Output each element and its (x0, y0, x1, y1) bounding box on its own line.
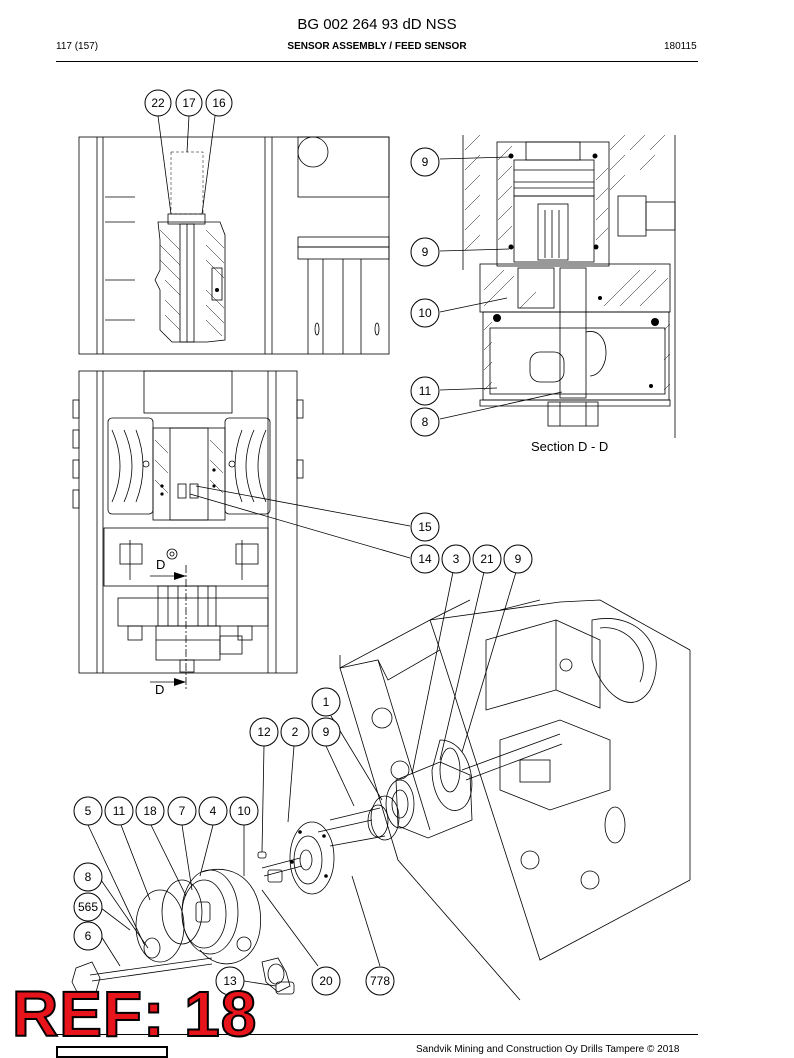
callout-9-section-upper: 9 (410, 147, 440, 177)
callout-10-section: 10 (410, 298, 440, 328)
callout-number: 16 (212, 96, 226, 110)
callout-number: 18 (143, 804, 157, 818)
callout-8-section: 8 (410, 407, 440, 437)
callout-number: 11 (419, 384, 432, 398)
callout-9-upper: 9 (503, 544, 533, 574)
callout-number: 22 (151, 96, 165, 110)
footer-copyright: Sandvik Mining and Construction Oy Drill… (416, 1044, 680, 1055)
callout-18: 18 (135, 796, 165, 826)
callout-1: 1 (311, 687, 341, 717)
title-sensor-assembly: SENSOR ASSEMBLY (287, 41, 387, 52)
callout-20: 20 (311, 966, 341, 996)
callout-number: 10 (418, 306, 432, 320)
view-marker-d-bottom: D (155, 682, 165, 697)
callout-11-section: 11 (410, 376, 440, 406)
callout-number: 12 (257, 725, 271, 739)
reference-stamp: REF: 18 (11, 978, 258, 1050)
callout-12: 12 (249, 717, 279, 747)
callout-number: 3 (453, 552, 460, 566)
callout-11: 11 (104, 796, 134, 826)
page-number: 117 (157) (56, 41, 99, 52)
callout-6: 6 (73, 921, 103, 951)
callout-778: 778 (365, 966, 395, 996)
callout-9-middle: 9 (311, 717, 341, 747)
header-divider (56, 61, 698, 62)
callout-565: 565 (73, 892, 103, 922)
callout-number: 565 (78, 900, 98, 914)
middle-left-view (72, 370, 304, 690)
callout-number: 11 (113, 804, 126, 818)
section-d-d-view (462, 134, 676, 438)
callout-number: 9 (422, 155, 429, 169)
callout-4: 4 (198, 796, 228, 826)
callout-number: 14 (418, 552, 432, 566)
callout-number: 13 (223, 974, 237, 988)
footer-divider (56, 1034, 698, 1035)
title-feed-sensor: FEED SENSOR (394, 41, 467, 52)
callout-number: 2 (292, 725, 299, 739)
section-label: Section D - D (531, 439, 609, 454)
callout-14: 14 (410, 544, 440, 574)
callout-number: 7 (179, 804, 186, 818)
callout-10: 10 (229, 796, 259, 826)
document-code: BG 002 264 93 dD NSS (297, 16, 457, 33)
callout-number: 9 (422, 245, 429, 259)
callout-number: 17 (182, 96, 196, 110)
date-code: 180115 (664, 41, 697, 52)
page-title: SENSOR ASSEMBLY / FEED SENSOR (0, 41, 754, 52)
callout-17: 17 (175, 89, 203, 117)
title-separator: / (386, 41, 395, 52)
callout-13: 13 (215, 966, 245, 996)
leader-lines (87, 115, 563, 987)
callout-16: 16 (205, 89, 233, 117)
exploded-view (71, 599, 691, 1001)
callout-9-section-lower: 9 (410, 237, 440, 267)
callout-number: 15 (418, 520, 432, 534)
callout-number: 4 (210, 804, 217, 818)
callout-number: 20 (319, 974, 333, 988)
callout-number: 21 (480, 552, 494, 566)
callout-number: 6 (85, 929, 92, 943)
callout-number: 9 (323, 725, 330, 739)
callout-8: 8 (73, 862, 103, 892)
callout-22: 22 (144, 89, 172, 117)
callout-number: 1 (323, 695, 330, 709)
view-marker-d-top: D (156, 557, 166, 572)
callout-number: 778 (370, 974, 390, 988)
callout-21: 21 (472, 544, 502, 574)
top-left-view (78, 136, 390, 355)
callout-number: 8 (85, 870, 92, 884)
callout-number: 9 (515, 552, 522, 566)
callout-5: 5 (73, 796, 103, 826)
callout-7: 7 (167, 796, 197, 826)
callout-3: 3 (441, 544, 471, 574)
callout-number: 5 (85, 804, 92, 818)
callout-15: 15 (410, 512, 440, 542)
callout-number: 10 (237, 804, 251, 818)
callout-number: 8 (422, 415, 429, 429)
callout-2: 2 (280, 717, 310, 747)
